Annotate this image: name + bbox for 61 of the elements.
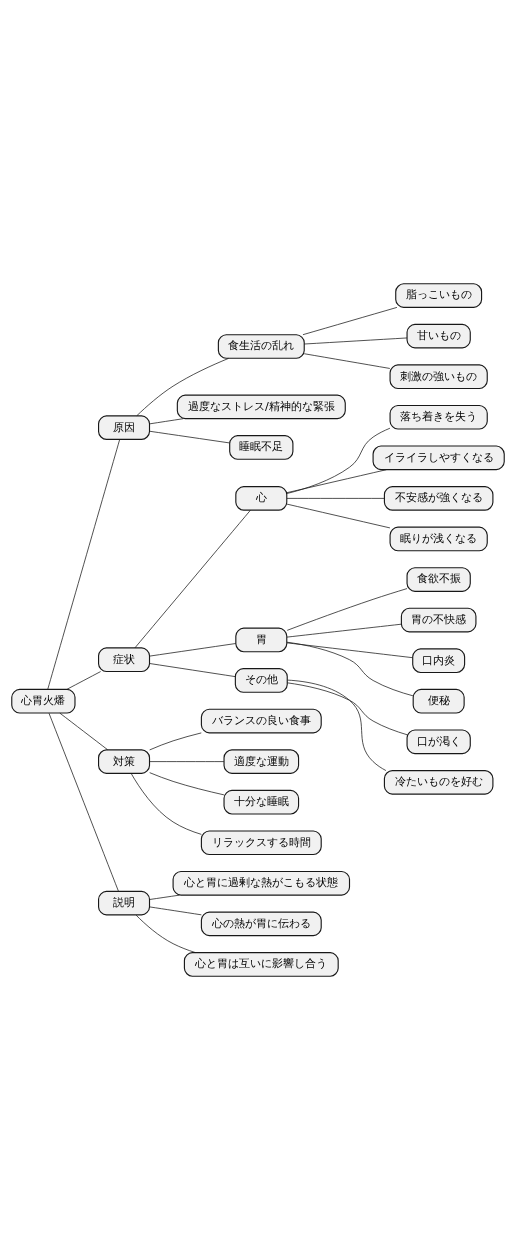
connector (286, 623, 402, 637)
connector (303, 337, 408, 344)
connector (149, 771, 225, 795)
node-box: 不安感が強くなる (383, 485, 494, 511)
node-box: 胃の不快感 (400, 607, 477, 632)
connector (149, 732, 202, 750)
node-box: 心の熱が胃に伝わる (200, 911, 322, 936)
connector (149, 417, 184, 424)
node-box: 食生活の乱れ (217, 333, 305, 359)
connector (286, 503, 391, 528)
node-box: 口が渇く (406, 728, 471, 754)
node-box: 食欲不振 (406, 566, 471, 592)
connector (149, 430, 230, 443)
node-box: 十分な睡眠 (223, 789, 300, 815)
node-box: 眠りが浅くなる (389, 526, 488, 551)
node-box: リラックスする時間 (200, 829, 322, 855)
connector (149, 760, 225, 762)
connector (286, 641, 414, 696)
node-box: 刺激の強いもの (389, 363, 488, 389)
node-box: 対策 (98, 748, 151, 774)
connector (149, 906, 202, 915)
node-box: 落ち着きを失う (389, 404, 488, 430)
node-box: イライラしやすくなる (372, 444, 505, 470)
connector (66, 670, 101, 690)
connector (149, 662, 236, 677)
node-box: 説明 (98, 890, 151, 915)
connector (130, 772, 202, 835)
connector (59, 712, 108, 750)
connector (47, 438, 121, 689)
connector (302, 306, 398, 335)
connector (149, 894, 180, 900)
connector (149, 642, 237, 656)
node-box: 睡眠不足 (229, 434, 294, 460)
connector (136, 357, 229, 416)
node-box: 甘いもの (406, 323, 471, 348)
node-box: 脂っこいもの (395, 282, 483, 308)
node-box: 冷たいものを好む (383, 769, 494, 795)
connector (303, 352, 391, 369)
connector (286, 641, 413, 658)
connector (287, 679, 387, 771)
node-box: 過度なストレス/精神的な緊張 (176, 394, 346, 419)
node-box: 心と胃に過剰な熱がこもる状態 (172, 870, 351, 896)
connector (286, 497, 385, 499)
connector (134, 509, 251, 648)
connector (286, 587, 408, 631)
node-box: 心胃火燔 (11, 688, 76, 714)
connector (286, 468, 387, 493)
node-box: 心と胃は互いに影響し合う (183, 951, 339, 977)
node-box: 心 (235, 485, 288, 511)
node-box: 口内炎 (412, 647, 466, 673)
node-box: その他 (234, 667, 288, 693)
node-box: 適度な運動 (223, 748, 300, 774)
node-box: 便秘 (412, 688, 465, 714)
connector (135, 914, 196, 953)
node-box: 胃 (235, 627, 288, 652)
node-box: 原因 (98, 414, 151, 440)
connector (48, 712, 119, 892)
node-box: 症状 (98, 646, 151, 672)
node-box: バランスの良い食事 (200, 708, 322, 733)
connector (287, 681, 408, 735)
connector (286, 427, 391, 494)
